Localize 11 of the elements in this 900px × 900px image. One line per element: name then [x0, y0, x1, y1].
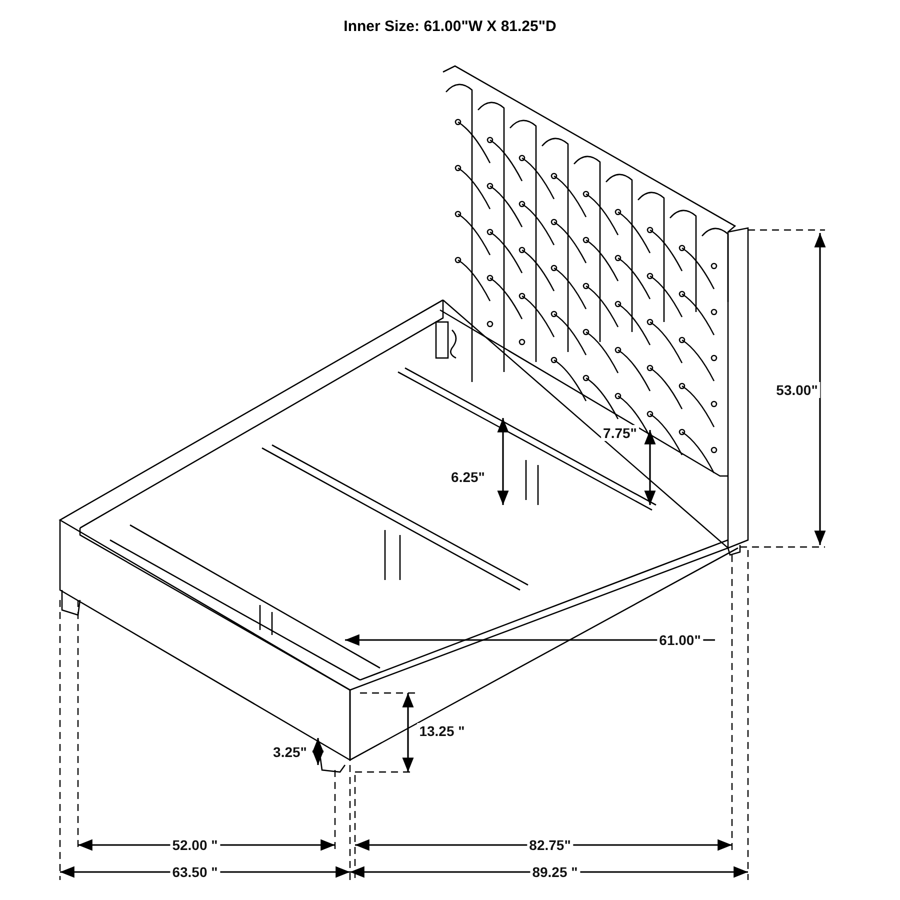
dimension-label: 3.25" — [271, 744, 309, 760]
dimension-label: 61.00" — [657, 632, 703, 648]
dimension-label: 13.25 " — [417, 723, 467, 739]
dimension-label: 7.75" — [601, 425, 639, 441]
dimension-label: 6.25" — [449, 469, 487, 485]
dimension-label: 53.00" — [774, 382, 820, 398]
diagram-title: Inner Size: 61.00"W X 81.25"D — [342, 18, 558, 35]
dimension-label: 63.50 " — [170, 864, 220, 880]
dimension-label: 82.75" — [527, 837, 573, 853]
dimension-label: 89.25 " — [530, 864, 580, 880]
dimension-label: 52.00 " — [170, 837, 220, 853]
